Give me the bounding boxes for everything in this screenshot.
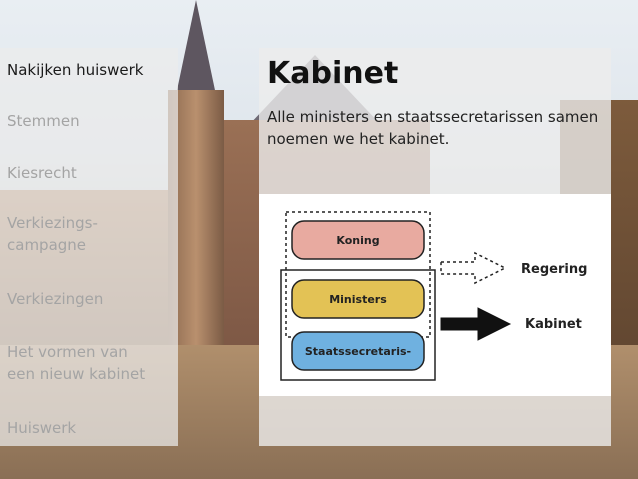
sidebar-item-verkiezingscampagne[interactable]: Verkiezings- campagne: [7, 214, 98, 254]
staatssecretaris-label: Staatssecretaris-: [305, 345, 411, 358]
kabinet-label: Kabinet: [525, 317, 582, 332]
regering-label: Regering: [521, 262, 587, 277]
sidebar-item-kabinet-vormen[interactable]: Het vormen van een nieuw kabinet: [7, 343, 146, 383]
regering-dashed-frame: [285, 211, 431, 338]
ministers-label: Ministers: [329, 293, 387, 306]
slide-title: Kabinet: [267, 56, 399, 91]
tower-spire: [176, 0, 216, 95]
content-panel: Kabinet Alle ministers en staatssecretar…: [259, 48, 611, 446]
ministers-box: [291, 279, 425, 319]
koning-box: [291, 220, 425, 260]
kabinet-arrow: [440, 307, 512, 341]
sidebar-item-huiswerk[interactable]: Huiswerk: [7, 419, 77, 437]
staatssecretaris-box: [291, 331, 425, 371]
sidebar-item-verkiezingen[interactable]: Verkiezingen: [7, 290, 104, 308]
sidebar-item-kiesrecht[interactable]: Kiesrecht: [7, 164, 77, 182]
koning-label: Koning: [336, 234, 379, 247]
kabinet-frame: [280, 269, 436, 381]
regering-arrow: [440, 251, 507, 285]
sidebar-item-nakijken-huiswerk[interactable]: Nakijken huiswerk: [7, 61, 144, 79]
kabinet-diagram: Koning Ministers Staatssecretaris- Reger…: [259, 194, 611, 396]
sidebar-item-stemmen[interactable]: Stemmen: [7, 112, 80, 130]
slide-body: Alle ministers en staatssecretarissen sa…: [267, 108, 599, 148]
sidebar-nav: Nakijken huiswerk Stemmen Kiesrecht Verk…: [0, 48, 178, 446]
